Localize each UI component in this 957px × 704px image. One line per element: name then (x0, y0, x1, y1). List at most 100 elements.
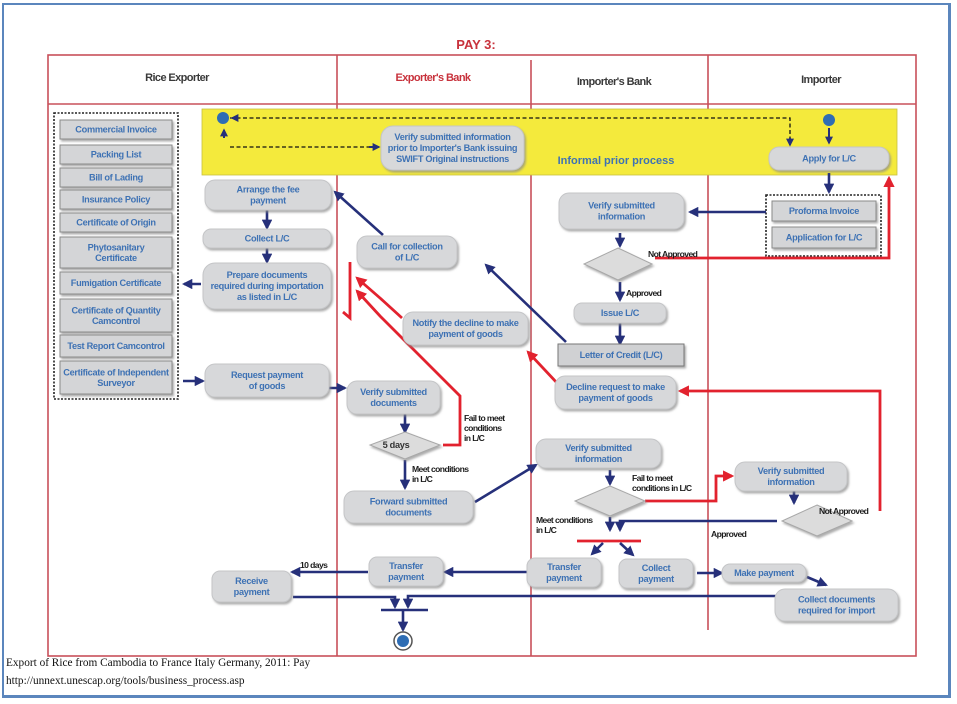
activity-collect-lc-label: Collect L/C (245, 234, 290, 244)
document-item-label-line: Certificate of Independent (63, 367, 169, 377)
activity-transfer-payment-eb-box (368, 556, 444, 587)
informal-arrows (220, 114, 833, 151)
activity-transfer-payment-ib-box (526, 557, 602, 588)
document-item-label-line: Commercial Invoice (75, 125, 157, 135)
document-item-label: Bill of Lading (89, 173, 143, 183)
activity-letter-of-credit[interactable]: Letter of Credit (L/C) (557, 343, 685, 367)
activity-apply-lc-label: Apply for L/C (802, 154, 856, 164)
document-item-label: Test Report Camcontrol (67, 341, 164, 351)
activity-verify-info-ib2-label-line: Verify submitted (565, 443, 632, 453)
activity-arrange-fee-label-line: payment (250, 196, 286, 206)
document-item[interactable]: Test Report Camcontrol (59, 334, 173, 358)
document-item-label-line: Certificate (95, 253, 137, 263)
activity-collect-lc-label-line: Collect L/C (245, 234, 290, 244)
activity-verify-info-ib2-box (535, 438, 662, 469)
importer-document-box (771, 200, 877, 222)
document-item[interactable]: Bill of Lading (59, 167, 173, 188)
document-item-label-line: Bill of Lading (89, 173, 143, 183)
activity-apply-lc[interactable]: Apply for L/C (768, 146, 890, 171)
activity-verify-prior-label-line: Verify submitted information (394, 132, 511, 142)
activity-collect-payment-box (618, 558, 694, 589)
activity-make-payment-label-line: Make payment (734, 568, 794, 578)
decisions (368, 247, 854, 537)
start-node-exporter (217, 112, 229, 124)
activity-transfer-payment-eb-label-line: Transfer (389, 561, 424, 571)
activity-verify-info-imp-label-line: information (767, 477, 815, 487)
informal-prior-process-label: Informal prior process (558, 155, 675, 167)
note-fail-conditions-2-line: conditions in L/C (632, 483, 692, 493)
lane-title-importers-bank: Importer's Bank (577, 76, 653, 88)
document-item-label-line: Test Report Camcontrol (67, 341, 164, 351)
importer-documents-group (765, 194, 882, 257)
activity-arrange-fee-label-line: Arrange the fee (237, 185, 300, 195)
activity-notify-decline-box (402, 311, 529, 346)
informal-dashed-flows (230, 117, 791, 148)
note-fail-conditions-1-line: conditions (464, 423, 502, 433)
activity-request-payment-label-line: of goods (249, 381, 286, 391)
activity-make-payment[interactable]: Make payment (721, 563, 807, 583)
importer-document-box (771, 226, 877, 249)
activity-collect-lc[interactable]: Collect L/C (202, 228, 332, 249)
activity-decline-request-label-line: payment of goods (578, 393, 653, 403)
note-not-approved-2: Not Approved (819, 506, 869, 516)
note-meet-conditions-2-line: in L/C (536, 525, 557, 535)
document-item[interactable]: Commercial Invoice (59, 119, 173, 140)
activity-issue-lc[interactable]: Issue L/C (573, 302, 667, 324)
activity-decline-request-box (554, 375, 677, 410)
document-item[interactable]: Certificate of Origin (59, 212, 173, 233)
document-item[interactable]: Packing List (59, 144, 173, 165)
note-fail-conditions-1-line: in L/C (464, 433, 485, 443)
document-item[interactable]: Fumigation Certificate (59, 271, 173, 295)
document-item-label-line: Phytosanitary (88, 242, 146, 252)
importer-document-item[interactable]: Application for L/C (771, 226, 877, 249)
activity-call-collection-label-line: of L/C (395, 253, 420, 263)
document-item-box (59, 360, 173, 395)
end-node (393, 631, 413, 651)
activity-verify-docs-label-line: Verify submitted (360, 387, 427, 397)
activity-transfer-payment-ib-label-line: payment (546, 573, 582, 583)
activity-forward-docs-label-line: documents (385, 508, 431, 518)
activity-verify-info-imp-box (734, 461, 848, 492)
activity-letter-of-credit-label-line: Letter of Credit (L/C) (580, 350, 663, 360)
activity-verify-prior-label-line: prior to Importer's Bank issuing (388, 143, 517, 153)
importer-document-item[interactable]: Proforma Invoice (771, 200, 877, 222)
document-item-label: Certificate of Origin (76, 218, 156, 228)
document-item-box (59, 189, 173, 210)
activity-receive-payment-label-line: Receive (235, 576, 268, 586)
activity-prepare-docs-label-line: required during importation (211, 281, 325, 291)
document-item-box (59, 212, 173, 233)
importer-document-label-line: Application for L/C (786, 233, 863, 243)
page-title: PAY 3: (456, 37, 496, 52)
document-item-box (59, 298, 173, 333)
document-item[interactable]: Insurance Policy (59, 189, 173, 210)
